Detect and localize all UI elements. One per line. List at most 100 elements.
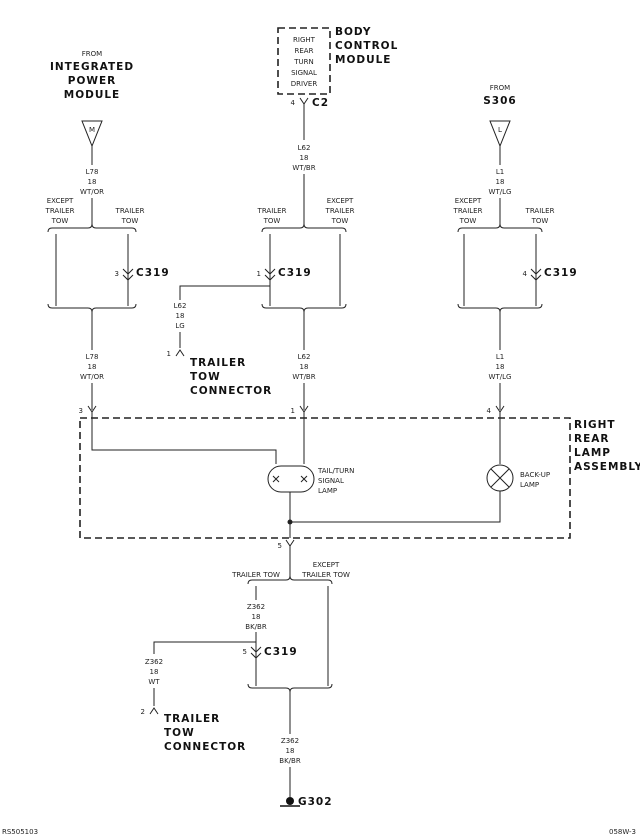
left-c319-connector-icon — [122, 268, 134, 281]
z362wt-gauge: 18 — [150, 668, 159, 676]
z362bkbr-lower-name: Z362 — [281, 737, 299, 745]
right-top-bracket — [457, 223, 543, 233]
left-except-1: EXCEPT — [47, 197, 74, 205]
tail-turn-lamp-icon — [267, 465, 315, 493]
l62lg-gauge: 18 — [176, 312, 185, 320]
bcm-module: RIGHT REAR TURN SIGNAL DRIVER BODY CONTR… — [277, 26, 398, 95]
bcm-name-2: CONTROL — [335, 40, 398, 52]
center-c319-pin: 1 — [257, 270, 261, 278]
s306-pin-label: L — [498, 126, 502, 134]
lower-except-1: EXCEPT — [313, 561, 340, 569]
l62-top-gauge: 18 — [300, 154, 309, 162]
s306-name: S306 — [483, 95, 516, 107]
ipm-pin-triangle — [81, 120, 103, 148]
bcm-name-3: MODULE — [335, 54, 391, 66]
tail-lamp-label-1: TAIL/TURN — [317, 467, 354, 475]
z362bkbr-upper-name: Z362 — [247, 603, 265, 611]
wire-z362-wt-top — [153, 641, 256, 654]
lamp-assembly-4: ASSEMBLY — [574, 461, 640, 473]
right-except-3: TOW — [459, 217, 477, 225]
right-trailer-2: TOW — [531, 217, 549, 225]
ttc-lower-pin: 2 — [141, 708, 145, 716]
left-trailer-1: TRAILER — [115, 207, 145, 215]
ttc-upper-1: TRAILER — [190, 357, 246, 369]
ttc-upper-pin: 1 — [167, 350, 171, 358]
lower-c319-connector-icon — [250, 646, 262, 659]
center-trailer-2: TOW — [263, 217, 281, 225]
l62-top-name: L62 — [298, 144, 311, 152]
ttc-lower-connector-icon — [149, 707, 159, 715]
lower-c319-label: C319 — [264, 646, 298, 658]
center-except-2: TRAILER — [325, 207, 355, 215]
l62lg-name: L62 — [174, 302, 187, 310]
l1-bottom-color: WT/LG — [489, 373, 512, 381]
z362wt-color: WT — [148, 678, 160, 686]
l78-bottom-color: WT/OR — [80, 373, 104, 381]
left-except-2: TRAILER — [45, 207, 75, 215]
bcm-name-1: BODY — [335, 26, 371, 38]
l62-top-color: WT/BR — [292, 164, 315, 172]
lamp-pin1-label: 1 — [291, 407, 295, 415]
l62lg-color: LG — [175, 322, 184, 330]
ttc-upper-2: TOW — [190, 371, 221, 383]
tail-lamp-label-2: SIGNAL — [318, 477, 344, 485]
l62-bottom-name: L62 — [298, 353, 311, 361]
l62-bottom-color: WT/BR — [292, 373, 315, 381]
lower-except-2: TRAILER TOW — [301, 571, 350, 579]
ground-splice-dot — [287, 519, 293, 525]
tail-lamp-label-3: LAMP — [318, 487, 337, 495]
lamp-assembly-1: RIGHT — [574, 419, 616, 431]
right-trailer-1: TRAILER — [525, 207, 555, 215]
l1-top-gauge: 18 — [496, 178, 505, 186]
s306-source: FROM S306 L — [483, 84, 516, 148]
l1-top-color: WT/LG — [489, 188, 512, 196]
l78-bottom-name: L78 — [86, 353, 99, 361]
l1-top-name: L1 — [496, 168, 504, 176]
lamp-assembly-3: LAMP — [574, 447, 611, 459]
center-c319-label: C319 — [278, 267, 312, 279]
wire-l62-lg-top — [179, 280, 271, 300]
lower-top-bracket — [247, 575, 333, 585]
right-bottom-bracket — [457, 303, 543, 313]
bcm-driver-1: RIGHT — [293, 36, 316, 44]
ground-label: G302 — [298, 796, 333, 808]
ttc-lower-2: TOW — [164, 727, 195, 739]
lamp-pin5-label: 5 — [278, 542, 282, 550]
lamp-pin3-label: 3 — [79, 407, 83, 415]
l62-bottom-gauge: 18 — [300, 363, 309, 371]
right-c319-label: C319 — [544, 267, 578, 279]
left-bottom-bracket — [47, 303, 137, 313]
lower-trailer-tow: TRAILER TOW — [231, 571, 280, 579]
bcm-driver-2: REAR — [295, 47, 314, 55]
backup-lamp-label-1: BACK-UP — [520, 471, 550, 479]
z362-label-backdrop — [238, 600, 274, 632]
s306-pin-triangle — [489, 120, 511, 148]
right-c319-pin: 4 — [523, 270, 528, 278]
center-except-3: TOW — [331, 217, 349, 225]
bcm-box — [277, 27, 331, 95]
l1-bottom-gauge: 18 — [496, 363, 505, 371]
s306-from-label: FROM — [490, 84, 510, 92]
bcm-driver-5: DRIVER — [291, 80, 318, 88]
ttc-upper-3: CONNECTOR — [190, 385, 272, 397]
wire-l78-to-tail-filament — [91, 412, 277, 464]
ipm-pin-label: M — [89, 126, 95, 134]
ipm-from-label: FROM — [82, 50, 102, 58]
bcm-driver-4: SIGNAL — [291, 69, 317, 77]
ttc-upper-connector-icon — [175, 349, 185, 357]
right-c319-connector-icon — [530, 268, 542, 281]
left-trailer-2: TOW — [121, 217, 139, 225]
center-except-1: EXCEPT — [327, 197, 354, 205]
lamp-pin4-label: 4 — [487, 407, 492, 415]
footer-left-code: RS505103 — [2, 828, 38, 836]
bcm-driver-3: TURN — [293, 58, 314, 66]
l78-bottom-gauge: 18 — [88, 363, 97, 371]
left-except-3: TOW — [51, 217, 69, 225]
right-except-2: TRAILER — [453, 207, 483, 215]
lamp-assembly-2: REAR — [574, 433, 609, 445]
lower-c319-pin: 5 — [243, 648, 247, 656]
backup-lamp-label-2: LAMP — [520, 481, 539, 489]
center-trailer-1: TRAILER — [257, 207, 287, 215]
bcm-c2-connector-icon — [299, 97, 309, 105]
